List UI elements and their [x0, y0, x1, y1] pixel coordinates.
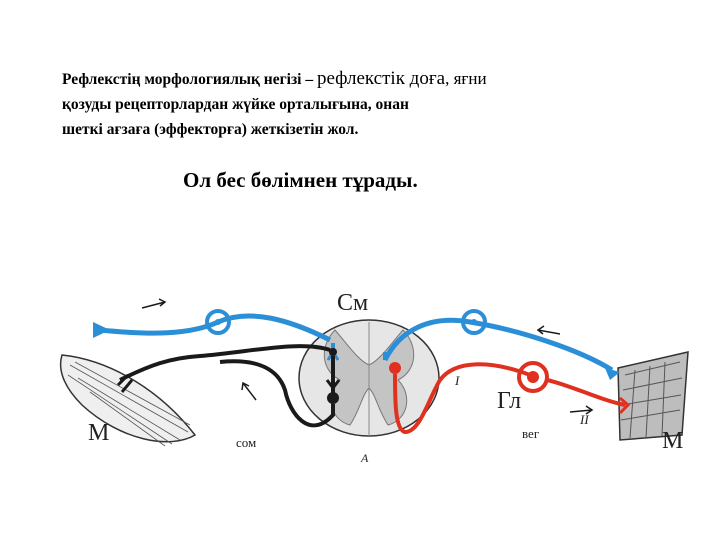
definition-text: Рефлекстің морфологиялық негізі – рефлек…: [62, 66, 662, 142]
definition-line-2: қозуды рецепторлардан жүйке орталығына, …: [62, 96, 409, 113]
label-m-left: М: [88, 420, 109, 446]
vegetative-motor-pathway: [389, 361, 631, 435]
left-muscle: [59, 354, 197, 447]
right-tissue: [617, 351, 689, 441]
label-som: сом: [236, 435, 256, 450]
label-m-right: М: [662, 428, 683, 454]
term-reflex-arc: рефлекстік доға: [317, 68, 446, 89]
label-roman-1: I: [454, 373, 460, 388]
definition-line-3: шеткі ағзаға (эффекторға) жеткізетін жол…: [62, 121, 359, 138]
reflex-arc-diagram: См Гл М М сом вег I II А: [59, 290, 689, 465]
label-a: А: [360, 451, 369, 465]
label-veg: вег: [522, 426, 539, 441]
subtitle: Ол бес бөлімнен тұрады.: [183, 168, 418, 192]
definition-line-1: Рефлекстің морфологиялық негізі – рефлек…: [62, 66, 662, 92]
label-sm: См: [337, 290, 368, 316]
direction-arrows: [141, 298, 594, 415]
label-roman-2: II: [579, 412, 589, 427]
sensory-pathway: [93, 309, 620, 380]
definition-line-1-end: , яғни: [445, 69, 487, 88]
somatic-motor-pathway: [116, 344, 341, 428]
label-gl: Гл: [497, 388, 521, 414]
definition-line-1-start: Рефлекстің морфологиялық негізі –: [62, 71, 317, 88]
